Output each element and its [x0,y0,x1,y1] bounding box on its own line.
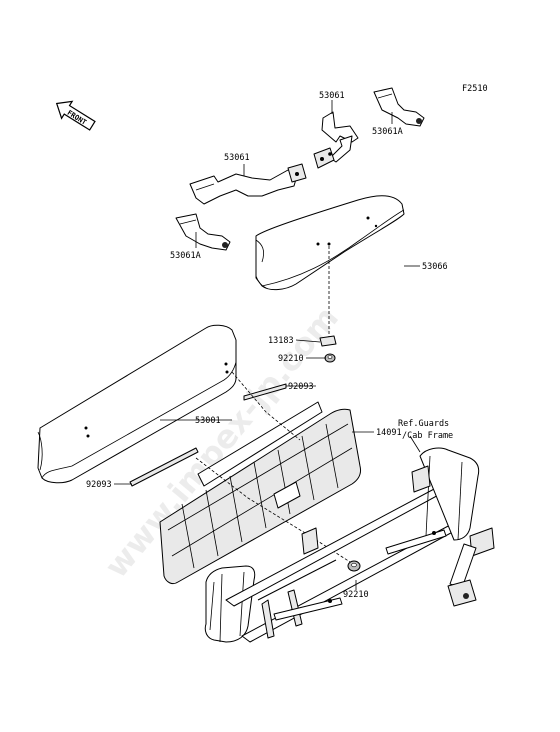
nut-92210-top [324,353,336,363]
label-92210-top: 92210 [278,354,304,364]
front-arrow-icon: FRONT [55,100,96,131]
label-53061-top: 53061 [319,91,345,101]
label-92093-left: 92093 [86,480,112,490]
rod-92093-left [129,447,199,487]
panel-14091 [159,401,361,585]
label-53066: 53066 [422,262,448,272]
nut-92210-bottom [347,560,361,572]
strap-53061-left [189,163,307,205]
cab-frame [204,447,495,643]
label-53061a-top: 53061A [372,127,403,137]
label-53061a-left: 53061A [170,251,201,261]
seat-cushion-53066 [255,195,405,291]
leader-lines [114,100,421,590]
label-53061-left: 53061 [224,153,250,163]
reference-line-1: Ref.Guards [398,419,449,429]
buckle-53061a-left [175,213,231,251]
figure-code: F2510 [462,84,488,94]
back-cushion-53001 [37,324,237,484]
strap-53061-top [313,111,359,169]
rod-92093-right [243,383,287,401]
label-14091: 14091 [376,428,402,438]
label-53001: 53001 [195,416,221,426]
label-13183: 13183 [268,336,294,346]
buckle-53061a-top [373,87,425,127]
label-92210-bottom: 92210 [343,590,369,600]
clip-13183 [319,335,337,347]
reference-line-2: /Cab Frame [402,431,453,441]
label-92093-right: 92093 [288,382,314,392]
